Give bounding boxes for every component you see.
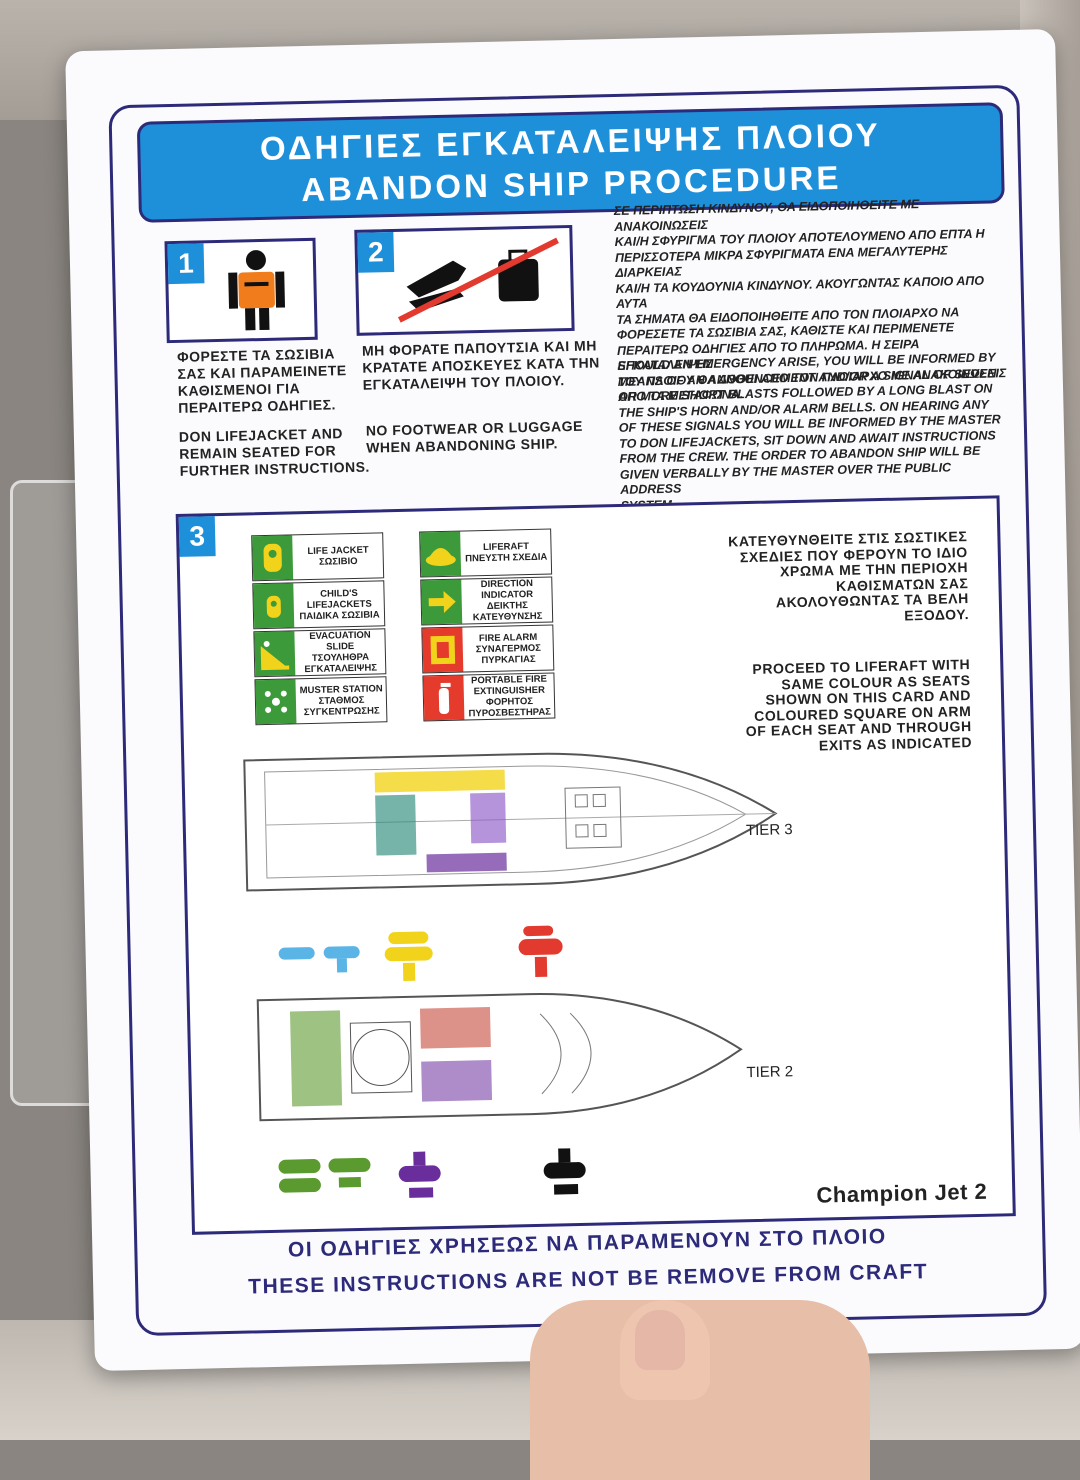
muster-station-icon: [255, 679, 297, 725]
thumbnail: [635, 1310, 685, 1370]
arrow-right-icon: [421, 579, 463, 625]
child-lifejacket-icon: [253, 583, 295, 629]
liferaft-icon: [420, 531, 462, 577]
step1-box: 1: [164, 237, 318, 344]
step1-text-greek: ΦΟΡΕΣΤΕ ΤΑ ΣΩΣΙΒΙΑ ΣΑΣ ΚΑΙ ΠΑΡΑΜΕΙΝΕΤΕ Κ…: [176, 345, 347, 416]
fire-extinguisher-icon: [423, 675, 465, 721]
step3-number: 3: [178, 516, 216, 557]
safety-card: ΟΔΗΓΙΕΣ ΕΓΚΑΤΑΛΕΙΨΗΣ ΠΛΟΙΟΥ ABANDON SHIP…: [65, 28, 1080, 1372]
emergency-text-english: SHOULD AN EMERGENCY ARISE, YOU WILL BE I…: [617, 350, 1001, 512]
brand-name: Champion Jet 2: [816, 1178, 988, 1208]
tier3-deck-plan: [243, 752, 778, 892]
step2-box: 2: [354, 224, 575, 336]
lifejacket-person-icon: [228, 250, 286, 331]
step2-text-english: NO FOOTWEAR OR LUGGAGE WHEN ABANDONING S…: [365, 417, 584, 456]
tier3-label: TIER 3: [745, 821, 793, 840]
step1-text-english: DON LIFEJACKET AND REMAIN SEATED FOR FUR…: [178, 425, 371, 479]
tier2-label: TIER 2: [746, 1063, 794, 1082]
fire-alarm-icon: [422, 627, 464, 673]
no-shoes-luggage-icon: [397, 237, 559, 323]
lifejacket-icon: [252, 535, 294, 581]
liferaft-groups-bottom: [278, 1148, 586, 1198]
step2-text-greek: ΜΗ ΦΟΡΑΤΕ ΠΑΠΟΥΤΣΙΑ ΚΑΙ ΜΗ ΚΡΑΤΑΤΕ ΑΠΟΣΚ…: [361, 337, 600, 393]
tier2-deck-plan: [256, 993, 743, 1122]
evacuation-slide-icon: [254, 631, 296, 677]
liferaft-groups-top: [278, 925, 563, 981]
